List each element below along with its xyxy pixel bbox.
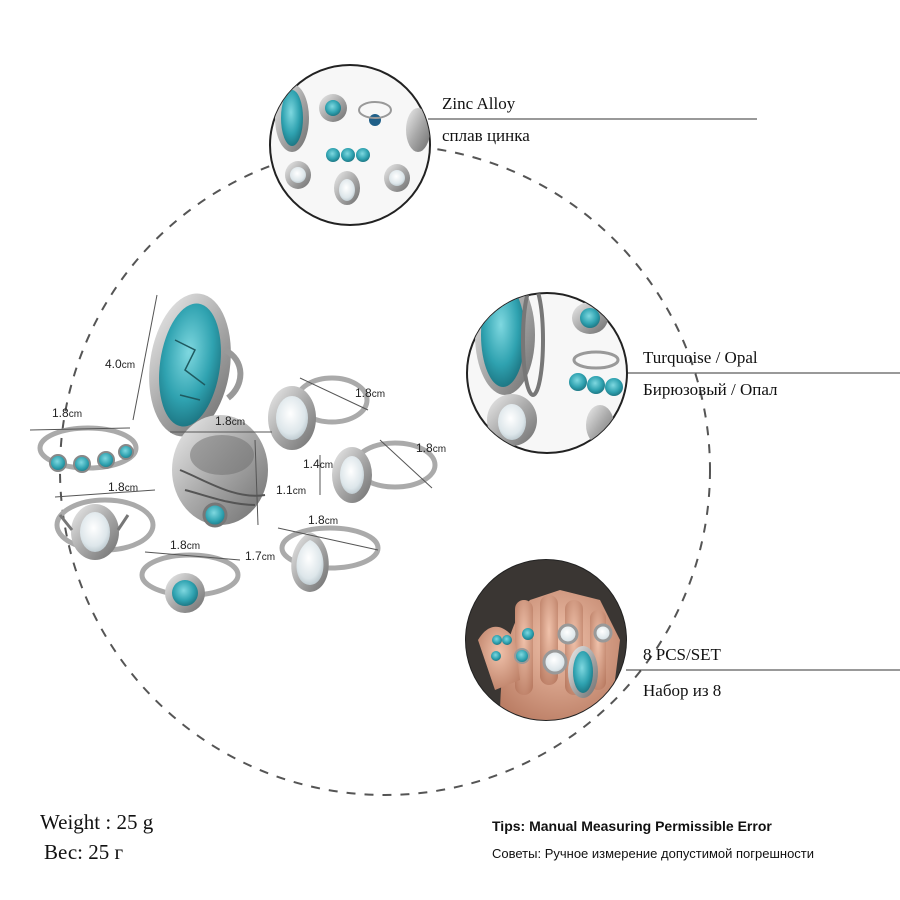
ring-band-turquoise xyxy=(37,425,139,473)
feature-title-turquoise-opal: Turquoise / Opal xyxy=(643,348,758,367)
dimension-label-band: 1.8cm xyxy=(52,406,83,420)
dimension-label-oval: 4.0cm xyxy=(105,357,136,371)
dimension-label-opal-side-width: 1.8cm xyxy=(416,441,447,455)
feature-subtitle-zinc-alloy: сплав цинка xyxy=(442,126,530,145)
weight-en: Weight : 25 g xyxy=(40,810,154,834)
dimension-label-leaf: 1.8cm xyxy=(108,480,139,494)
dashed-circle xyxy=(59,144,711,796)
ring-leaf-opal xyxy=(54,497,156,560)
dimension-label-teardrop-height: 1.7cm xyxy=(245,549,276,563)
ring-opal-side xyxy=(332,440,438,503)
ring-oval-turquoise xyxy=(149,293,244,437)
dimension-label-feather-width: 1.8cm xyxy=(215,414,246,428)
ring-small-turquoise xyxy=(139,552,241,613)
detail-hand xyxy=(465,559,627,721)
dimension-label-feather-height: 1.1cm xyxy=(276,483,307,497)
ring-teardrop-opal xyxy=(279,525,381,592)
dimension-lines xyxy=(29,294,433,561)
weight-ru: Вес: 25 г xyxy=(44,840,124,864)
tips-en: Tips: Manual Measuring Permissible Error xyxy=(492,818,772,834)
feature-title-pcs-set: 8 PCS/SET xyxy=(643,645,721,664)
feature-subtitle-pcs-set: Набор из 8 xyxy=(643,681,722,700)
dimension-label-opal-side-height: 1.4cm xyxy=(303,457,334,471)
feature-subtitle-turquoise-opal: Бирюзовый / Опал xyxy=(643,380,778,399)
dimension-label-small-turquoise: 1.8cm xyxy=(170,538,201,552)
feature-title-zinc-alloy: Zinc Alloy xyxy=(442,94,516,113)
detail-turquoise-opal xyxy=(466,292,628,454)
dimension-label-opal-top: 1.8cm xyxy=(355,386,386,400)
ring-opal-top xyxy=(268,375,370,450)
dimension-label-teardrop: 1.8cm xyxy=(308,513,339,527)
detail-zinc-alloy xyxy=(269,64,431,226)
tips-ru: Советы: Ручное измерение допустимой погр… xyxy=(492,846,815,861)
ring-feather xyxy=(172,415,268,528)
